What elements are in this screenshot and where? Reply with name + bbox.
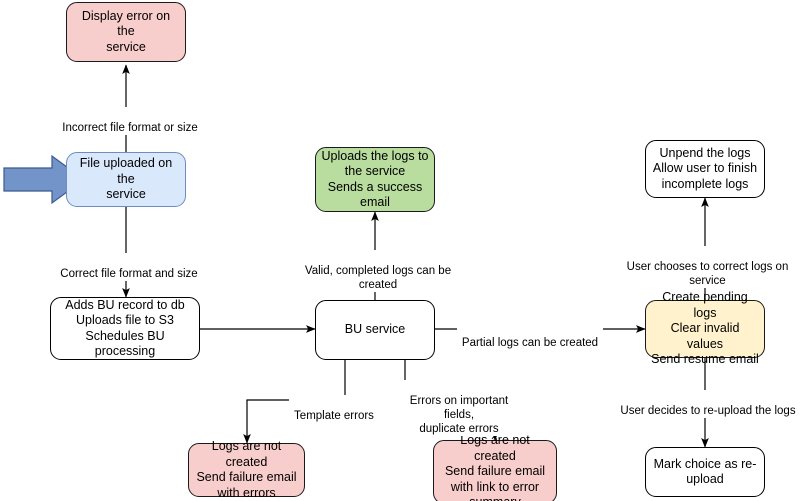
node-label: BU service [344, 322, 406, 337]
node-logs-not-created-summary[interactable]: Logs are not created Send failure email … [433, 433, 557, 501]
edge-label-text: Partial logs can be created [461, 337, 599, 349]
edge-label-correct-format: Correct file format and size [56, 253, 202, 281]
edge-label-text: Correct file format and size [60, 268, 198, 280]
edge-label-user-corrects: User chooses to correct logs on service [608, 246, 801, 288]
node-label: Adds BU record to db Uploads file to S3 … [65, 297, 185, 359]
node-display-error[interactable]: Display error on the service [66, 2, 186, 62]
node-uploads-logs[interactable]: Uploads the logs to the service Sends a … [315, 147, 435, 212]
edge-label-text: Errors on important fields, duplicate er… [409, 395, 509, 435]
node-mark-choice[interactable]: Mark choice as re- upload [645, 447, 765, 497]
edge-label-user-reupload: User decides to re-upload the logs [614, 390, 801, 418]
edge-label-incorrect-format: Incorrect file format or size [57, 107, 203, 135]
node-label: Create pending logs Clear invalid values… [651, 290, 759, 367]
edge-label-important-fields: Errors on important fields, duplicate er… [395, 380, 523, 436]
edge-label-text: User decides to re-upload the logs [620, 405, 796, 417]
node-adds-bu-record[interactable]: Adds BU record to db Uploads file to S3 … [50, 297, 200, 360]
node-file-uploaded[interactable]: File uploaded on the service [66, 152, 186, 207]
edge-label-partial-logs: Partial logs can be created [457, 322, 603, 350]
edge-label-text: User chooses to correct logs on service [626, 261, 789, 287]
edge-label-text: Template errors [294, 410, 374, 422]
node-label: File uploaded on the service [79, 156, 173, 202]
edge-label-template-errors: Template errors [289, 395, 379, 423]
node-unpend-logs[interactable]: Unpend the logs Allow user to finish inc… [645, 140, 765, 198]
node-bu-service[interactable]: BU service [315, 300, 435, 360]
node-label: Display error on the service [81, 8, 171, 54]
node-label: Uploads the logs to the service Sends a … [321, 148, 429, 210]
edge-label-text: Incorrect file format or size [62, 122, 198, 134]
node-label: Logs are not created Send failure email … [196, 439, 297, 500]
edge-label-valid-completed: Valid, completed logs can be created [283, 250, 473, 292]
node-logs-not-created-errors[interactable]: Logs are not created Send failure email … [188, 439, 305, 500]
node-label: Unpend the logs Allow user to finish inc… [652, 145, 758, 191]
node-create-pending-logs[interactable]: Create pending logs Clear invalid values… [645, 290, 765, 366]
node-label: Logs are not created Send failure email … [444, 433, 546, 501]
edge-label-text: Valid, completed logs can be created [304, 265, 452, 291]
node-label: Mark choice as re- upload [653, 456, 757, 487]
